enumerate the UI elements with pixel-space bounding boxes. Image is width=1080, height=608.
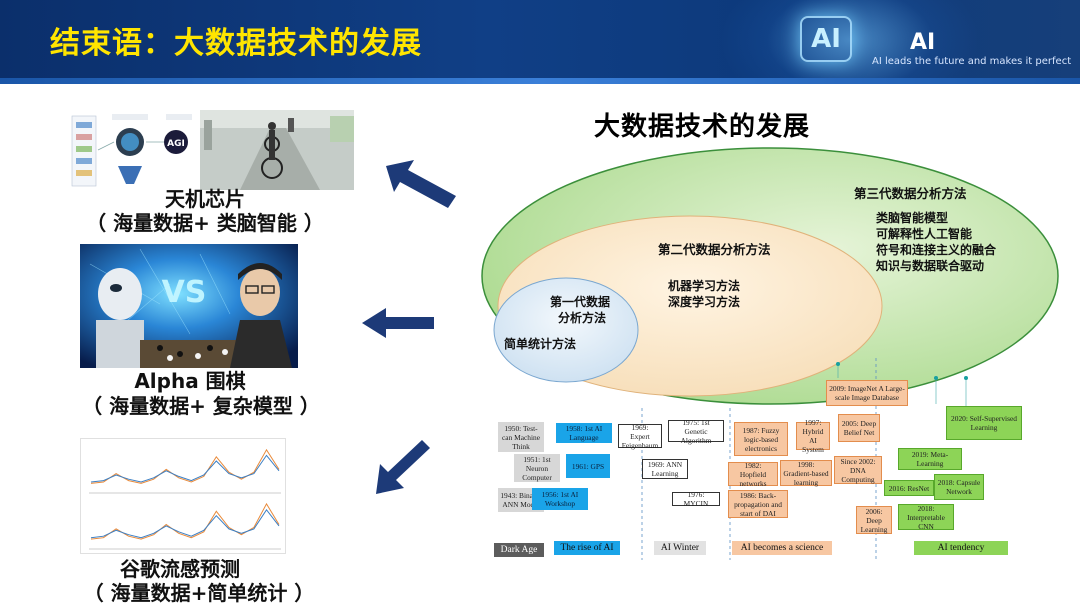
gen2-item-1: 机器学习方法 (668, 279, 741, 293)
arrow-to-alphago-icon (362, 308, 434, 338)
gen2-item-2: 深度学习方法 (668, 295, 741, 309)
gen1-title-line2: 分析方法 (558, 311, 607, 325)
agi-label: AGI (167, 139, 185, 149)
timeline-event-1969-ann: 1969: ANN Learning (642, 459, 688, 479)
timeline-event-2005: 2005: Deep Belief Net (838, 414, 880, 442)
diagram-title: 大数据技术的发展 (594, 112, 811, 142)
era-rise-of-ai: The rise of AI (554, 541, 620, 555)
ai-logo-icon: AI (800, 16, 852, 62)
alphago-caption-subtitle: （ 海量数据+ 复杂模型 ） (82, 394, 320, 418)
page-title: 结束语：大数据技术的发展 (50, 26, 422, 61)
arrow-to-flu-icon (376, 440, 430, 494)
timeline-event-1998: 1998: Gradient-based learning (780, 460, 832, 487)
gen3-title: 第三代数据分析方法 (854, 186, 967, 201)
brand-tagline: AI leads the future and makes it perfect (872, 56, 1072, 67)
timeline-event-1961: 1961: GPS (566, 454, 610, 478)
brand-logo-text: AI (910, 30, 936, 55)
era-ai-winter: AI Winter (654, 541, 706, 555)
timeline-event-2018-capsule: 2018: Capsule Network (934, 474, 984, 500)
gen1-title-line1: 第一代数据 (550, 295, 611, 309)
timeline-event-1982: 1982: Hopfield networks (728, 461, 778, 488)
versus-label: VS (162, 275, 207, 310)
era-ai-tendency: AI tendency (914, 541, 1008, 555)
gen1-ellipse (493, 277, 639, 383)
bicycle-photo-graphic (200, 110, 354, 190)
era-dark-age: Dark Age (494, 543, 544, 557)
gen3-item-1: 类脑智能模型 (876, 211, 949, 225)
gen3-item-4: 知识与数据联合驱动 (876, 259, 985, 273)
arrow-to-chip-icon (386, 160, 456, 208)
timeline-event-2020: 2020: Self-Supervised Learning (946, 406, 1022, 440)
alphago-caption-title: Alpha 围棋 (134, 369, 246, 393)
alphago-graphic: VS (80, 244, 298, 368)
flu-chart-svg (81, 439, 285, 553)
chip-diagram-graphic: AGI (71, 114, 192, 187)
chip-caption-title: 天机芯片 (165, 187, 245, 211)
timeline-event-1958: 1958: 1st AI Language (556, 423, 612, 443)
flu-series-line (90, 454, 280, 483)
timeline-event-2018-cnn: 2018: Interpretable CNN (898, 504, 954, 531)
timeline-event-1969-expert: 1969: Expert Feigenbaum (618, 423, 662, 450)
timeline-event-1975: 1975: 1st Genetic Algorithm (668, 418, 724, 445)
timeline-event-2019: 2019: Meta-Learning (898, 448, 962, 470)
timeline-event-2009: 2009: ImageNet A Large-scale Image Datab… (826, 380, 908, 406)
flu-trend-chart (80, 438, 286, 554)
timeline-event-1986: 1986: Back-propagation and start of DAI (728, 490, 788, 518)
gen3-item-2: 可解释性人工智能 (876, 227, 973, 241)
bicycle-road-photo (200, 110, 354, 190)
timeline-event-1987: 1987: Fuzzy logic-based electronics (734, 422, 788, 456)
timeline-event-1950: 1950: Test-can Machine Think (498, 422, 544, 452)
alphago-vs-player-image: VS (80, 244, 298, 368)
timeline-event-2006: 2006: Deep Learning (856, 506, 892, 534)
timeline-event-1997: 1997: Hybrid AI System (796, 418, 830, 454)
timeline-event-1976: 1976: MYCIN (672, 490, 720, 508)
gen2-title: 第二代数据分析方法 (658, 242, 771, 257)
chip-caption-subtitle: （ 海量数据+ 类脑智能 ） (86, 211, 324, 235)
header-banner: 结束语：大数据技术的发展 AI AI AI leads the future a… (0, 0, 1080, 84)
timeline-event-1956: 1956: 1st AI Workshop (532, 488, 588, 510)
timeline-event-2002: Since 2002: DNA Computing (834, 456, 882, 484)
gen1-item-1: 简单统计方法 (504, 337, 577, 351)
era-ai-science: AI becomes a science (732, 541, 832, 555)
flu-series-line (90, 508, 280, 539)
chip-architecture-figure: AGI (68, 110, 200, 190)
timeline-event-1951: 1951: 1st Neuron Computer (514, 454, 560, 482)
gen3-item-3: 符号和连接主义的融合 (876, 243, 997, 257)
nested-ellipse-diagram (481, 147, 1059, 405)
flu-caption-subtitle: （ 海量数据+简单统计 ） (83, 581, 315, 605)
timeline-event-2016: 2016: ResNet (884, 480, 934, 496)
flu-caption-title: 谷歌流感预测 (120, 557, 240, 581)
header-divider (0, 78, 1080, 84)
